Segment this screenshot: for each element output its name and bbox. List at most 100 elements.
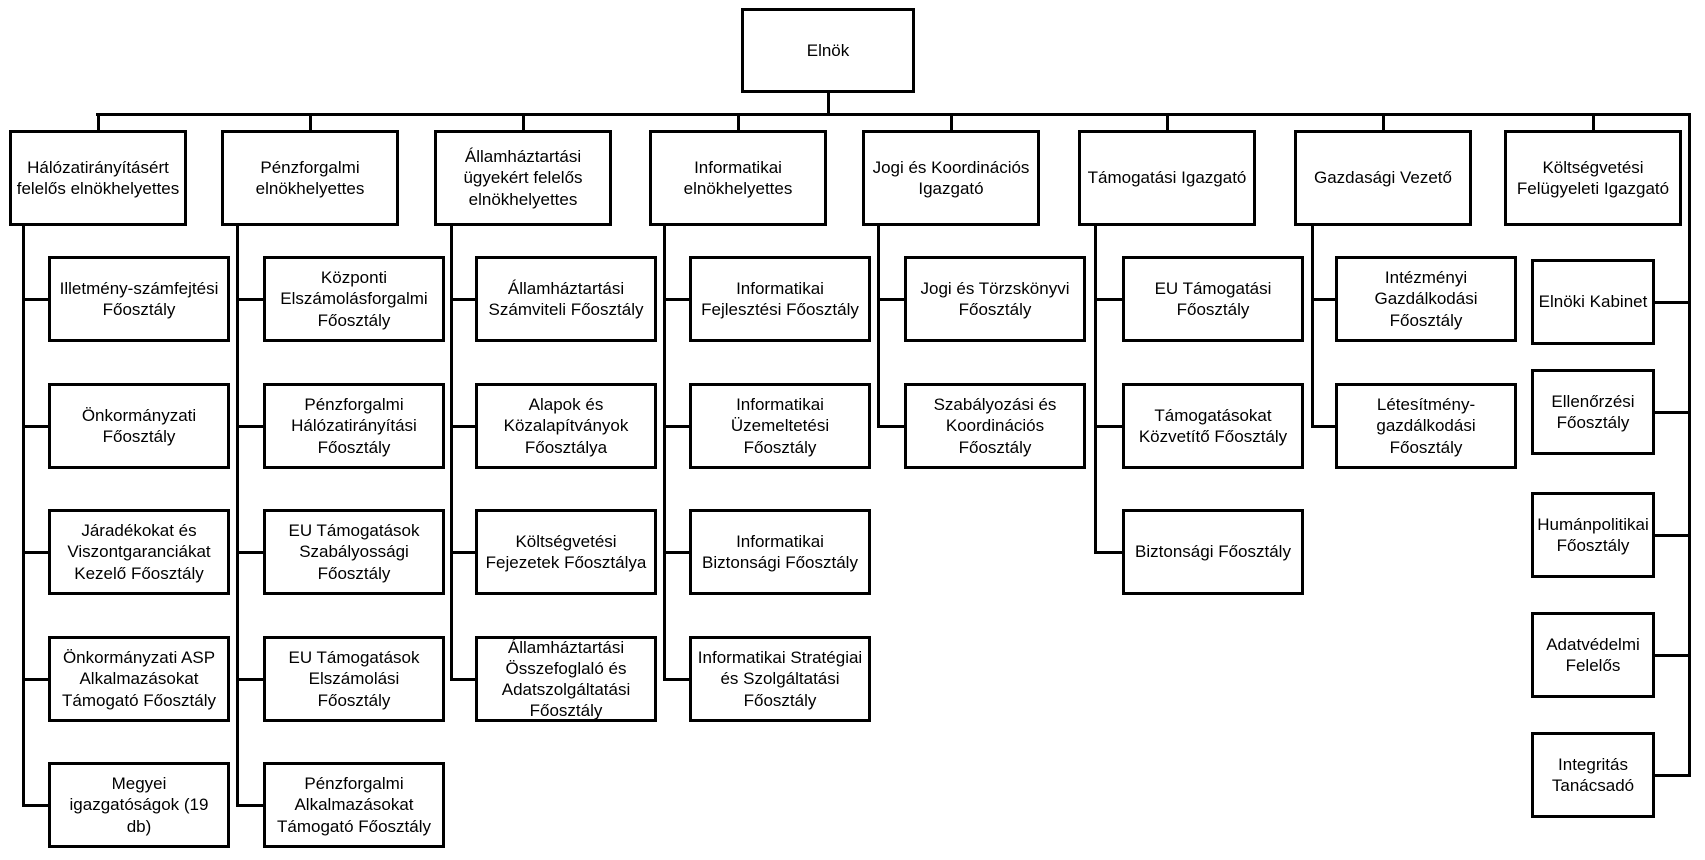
- column-spine-4: [877, 222, 880, 428]
- staff-box-4-label: Integritás Tanácsadó: [1551, 754, 1635, 795]
- staff-box-2: Humánpolitikai Főosztály: [1531, 492, 1655, 578]
- child-box-3-0: Informatikai Fejlesztési Főosztály: [689, 256, 871, 342]
- head-connector-4: [949, 114, 953, 130]
- head-connector-7: [1591, 114, 1595, 130]
- head-box-5-label: Támogatási Igazgató: [1087, 168, 1247, 188]
- child-box-4-1: Szabályozási és Koordinációs Főosztály: [904, 383, 1086, 469]
- child-branch-6-0: [1311, 297, 1337, 301]
- child-branch-6-1: [1311, 424, 1337, 428]
- child-box-2-1-label: Alapok és Közalapítványok Főosztálya: [503, 395, 629, 457]
- child-box-1-4: Pénzforgalmi Alkalmazásokat Támogató Főo…: [263, 762, 445, 848]
- head-box-5: Támogatási Igazgató: [1078, 130, 1256, 226]
- child-branch-5-0: [1094, 297, 1124, 301]
- child-branch-1-4: [236, 803, 265, 807]
- head-box-7-label: Költségvetési Felügyeleti Igazgató: [1516, 157, 1670, 198]
- staff-branch-0: [1637, 300, 1690, 304]
- head-connector-3: [736, 114, 740, 130]
- child-box-0-1-label: Önkormányzati Főosztály: [81, 405, 197, 446]
- head-box-6: Gazdasági Vezető: [1294, 130, 1472, 226]
- child-box-5-2: Biztonsági Főosztály: [1122, 509, 1304, 595]
- column-spine-0: [22, 222, 25, 807]
- staff-box-3: Adatvédelmi Felelős: [1531, 612, 1655, 698]
- child-box-4-1-label: Szabályozási és Koordinációs Főosztály: [933, 395, 1057, 457]
- child-branch-5-2: [1094, 550, 1124, 554]
- child-box-2-1: Alapok és Közalapítványok Főosztálya: [475, 383, 657, 469]
- child-box-2-0-label: Államháztartási Számviteli Főosztály: [488, 278, 644, 319]
- staff-box-3-label: Adatvédelmi Felelős: [1546, 634, 1640, 675]
- child-branch-0-4: [22, 803, 50, 807]
- child-box-1-3: EU Támogatások Elszámolási Főosztály: [263, 636, 445, 722]
- head-box-1: Pénzforgalmi elnökhelyettes: [221, 130, 399, 226]
- child-box-0-3-label: Önkormányzati ASP Alkalmazásokat Támogat…: [61, 648, 216, 710]
- head-connector-0: [96, 114, 100, 130]
- child-box-3-2-label: Informatikai Biztonsági Főosztály: [702, 531, 858, 572]
- child-box-0-4: Megyei igazgatóságok (19 db): [48, 762, 230, 848]
- child-box-2-3: Államháztartási Összefoglaló és Adatszol…: [475, 636, 657, 722]
- child-branch-3-0: [663, 297, 691, 301]
- root-box: Elnök: [741, 8, 915, 93]
- staff-right-line: [1688, 112, 1691, 777]
- child-box-3-0-label: Informatikai Fejlesztési Főosztály: [701, 278, 859, 319]
- staff-box-0-label: Elnöki Kabinet: [1538, 292, 1648, 312]
- staff-box-2-label: Humánpolitikai Főosztály: [1537, 514, 1649, 555]
- child-branch-4-0: [877, 297, 906, 301]
- head-box-0-label: Hálózatirányításért felelős elnökhelyett…: [16, 157, 180, 198]
- child-box-0-2: Járadékokat és Viszontgaranciákat Kezelő…: [48, 509, 230, 595]
- child-box-0-2-label: Járadékokat és Viszontgaranciákat Kezelő…: [67, 521, 211, 583]
- head-box-0: Hálózatirányításért felelős elnökhelyett…: [9, 130, 187, 226]
- child-branch-3-3: [663, 677, 691, 681]
- child-box-0-4-label: Megyei igazgatóságok (19 db): [69, 774, 209, 836]
- child-box-6-1-label: Létesítmény-gazdálkodási Főosztály: [1376, 395, 1476, 457]
- top-bus-line: [96, 112, 1691, 116]
- child-box-5-2-label: Biztonsági Főosztály: [1135, 542, 1291, 562]
- child-branch-3-2: [663, 550, 691, 554]
- child-box-3-2: Informatikai Biztonsági Főosztály: [689, 509, 871, 595]
- child-box-1-3-label: EU Támogatások Elszámolási Főosztály: [288, 648, 420, 710]
- head-box-2-label: Államháztartási ügyekért felelős elnökhe…: [463, 147, 583, 209]
- child-box-1-1-label: Pénzforgalmi Hálózatirányítási Főosztály: [291, 395, 417, 457]
- child-box-3-3: Informatikai Stratégiai és Szolgáltatási…: [689, 636, 871, 722]
- child-branch-3-1: [663, 424, 691, 428]
- child-box-1-2: EU Támogatások Szabályossági Főosztály: [263, 509, 445, 595]
- child-box-5-0: EU Támogatási Főosztály: [1122, 256, 1304, 342]
- column-spine-6: [1311, 222, 1314, 428]
- head-box-4: Jogi és Koordinációs Igazgató: [862, 130, 1040, 226]
- staff-branch-2: [1637, 533, 1690, 537]
- child-branch-0-2: [22, 550, 50, 554]
- head-box-3-label: Informatikai elnökhelyettes: [683, 157, 793, 198]
- head-box-3: Informatikai elnökhelyettes: [649, 130, 827, 226]
- child-branch-0-1: [22, 424, 50, 428]
- staff-branch-3: [1637, 653, 1690, 657]
- head-connector-6: [1381, 114, 1385, 130]
- child-branch-1-1: [236, 424, 265, 428]
- child-branch-0-0: [22, 297, 50, 301]
- child-branch-2-3: [450, 677, 477, 681]
- child-box-0-0: Illetmény-számfejtési Főosztály: [48, 256, 230, 342]
- child-box-4-0-label: Jogi és Törzskönyvi Főosztály: [920, 278, 1070, 319]
- child-box-5-1: Támogatásokat Közvetítő Főosztály: [1122, 383, 1304, 469]
- child-box-6-0: Intézményi Gazdálkodási Főosztály: [1335, 256, 1517, 342]
- child-box-5-1-label: Támogatásokat Közvetítő Főosztály: [1138, 405, 1288, 446]
- column-spine-5: [1094, 222, 1097, 554]
- child-branch-0-3: [22, 677, 50, 681]
- column-spine-3: [663, 222, 666, 681]
- head-box-6-label: Gazdasági Vezető: [1314, 168, 1452, 188]
- child-box-3-1-label: Informatikai Üzemeltetési Főosztály: [730, 395, 830, 457]
- root-box-label: Elnök: [806, 40, 850, 60]
- child-branch-1-3: [236, 677, 265, 681]
- child-box-1-0: Központi Elszámolásforgalmi Főosztály: [263, 256, 445, 342]
- staff-box-4: Integritás Tanácsadó: [1531, 732, 1655, 818]
- staff-box-1: Ellenőrzési Főosztály: [1531, 369, 1655, 455]
- child-box-0-0-label: Illetmény-számfejtési Főosztály: [59, 278, 219, 319]
- child-box-1-2-label: EU Támogatások Szabályossági Főosztály: [288, 521, 420, 583]
- child-box-1-4-label: Pénzforgalmi Alkalmazásokat Támogató Főo…: [276, 774, 431, 836]
- child-box-3-3-label: Informatikai Stratégiai és Szolgáltatási…: [697, 648, 863, 710]
- child-box-4-0: Jogi és Törzskönyvi Főosztály: [904, 256, 1086, 342]
- head-box-7: Költségvetési Felügyeleti Igazgató: [1504, 130, 1682, 226]
- column-spine-2: [450, 222, 453, 681]
- child-box-0-3: Önkormányzati ASP Alkalmazásokat Támogat…: [48, 636, 230, 722]
- child-box-0-1: Önkormányzati Főosztály: [48, 383, 230, 469]
- child-box-2-2: Költségvetési Fejezetek Főosztálya: [475, 509, 657, 595]
- child-box-1-1: Pénzforgalmi Hálózatirányítási Főosztály: [263, 383, 445, 469]
